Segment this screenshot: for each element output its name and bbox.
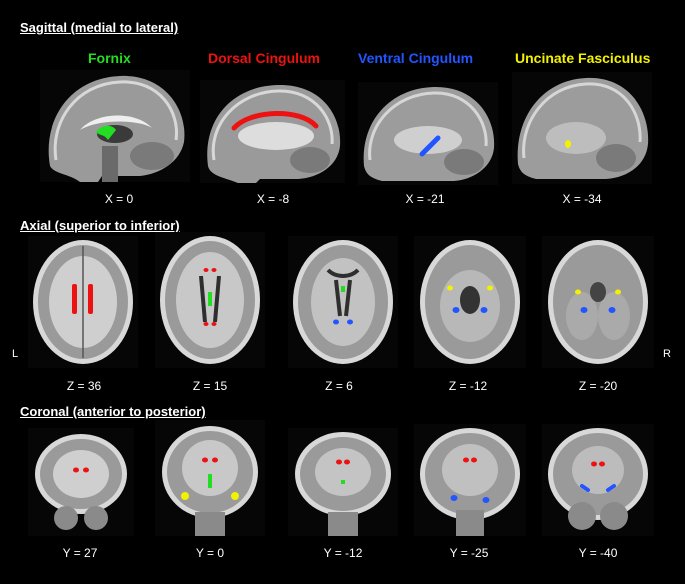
coronal-slice-1 — [28, 428, 134, 536]
axial-slice-1 — [28, 236, 138, 368]
uncinate-fasciculus-tract — [447, 285, 453, 291]
tract-label-fornix: Fornix — [88, 50, 131, 66]
axial-slice-4 — [414, 236, 526, 368]
coronal-coord-4: Y = -25 — [449, 546, 489, 560]
axial-coord-2: Z = 15 — [192, 379, 228, 393]
coronal-coord-3: Y = -12 — [323, 546, 363, 560]
ventral-cingulum-tract — [419, 135, 441, 157]
dorsal-cingulum-tract — [599, 461, 605, 467]
sagittal-coord-2: X = -8 — [256, 192, 290, 206]
sagittal-slice-3 — [358, 82, 498, 185]
fornix-tract — [96, 125, 116, 140]
dorsal-cingulum-tract — [591, 461, 597, 467]
dorsal-cingulum-tract — [73, 467, 79, 473]
tract-label-dorsal-cingulum: Dorsal Cingulum — [208, 50, 321, 66]
ventral-cingulum-tract — [480, 307, 488, 313]
coronal-slice-3 — [288, 428, 398, 536]
right-orientation-label: R — [663, 348, 671, 360]
axial-slice-3 — [288, 236, 398, 368]
dorsal-cingulum-tract — [463, 457, 469, 463]
coronal-heading: Coronal (anterior to posterior) — [20, 404, 206, 419]
ventral-cingulum-tract — [450, 495, 458, 501]
axial-coord-4: Z = -12 — [448, 379, 488, 393]
ventral-cingulum-tract — [482, 497, 490, 503]
axial-slice-5 — [542, 236, 654, 368]
left-orientation-label: L — [12, 348, 19, 360]
ventral-cingulum-tract — [347, 319, 353, 325]
ventral-cingulum-tract — [580, 484, 616, 492]
dorsal-cingulum-tract — [203, 322, 209, 326]
dorsal-cingulum-tract — [211, 322, 217, 326]
sagittal-coord-4: X = -34 — [562, 192, 602, 206]
uncinate-fasciculus-tract — [575, 289, 581, 295]
dorsal-cingulum-tract — [212, 457, 218, 463]
ventral-cingulum-tract — [608, 307, 616, 313]
sagittal-coord-1: X = 0 — [104, 192, 134, 206]
axial-coord-5: Z = -20 — [578, 379, 618, 393]
tract-label-uncinate-fasciculus: Uncinate Fasciculus — [515, 50, 651, 66]
coronal-coord-2: Y = 0 — [195, 546, 225, 560]
dorsal-cingulum-tract — [202, 457, 208, 463]
ventral-cingulum-tract — [452, 307, 460, 313]
axial-coord-3: Z = 6 — [325, 379, 353, 393]
axial-slice-2 — [155, 232, 265, 368]
dorsal-cingulum-tract — [203, 268, 209, 272]
fornix-tract — [208, 292, 212, 306]
uncinate-fasciculus-tract — [181, 492, 189, 500]
fornix-tract — [341, 480, 345, 484]
sagittal-coord-3: X = -21 — [405, 192, 445, 206]
tract-label-ventral-cingulum: Ventral Cingulum — [358, 50, 474, 66]
dorsal-cingulum-tract — [231, 111, 319, 131]
sagittal-slice-1 — [40, 70, 190, 182]
axial-coord-1: Z = 36 — [66, 379, 102, 393]
fornix-tract — [341, 286, 345, 292]
uncinate-fasciculus-tract — [231, 492, 239, 500]
dorsal-cingulum-tract — [344, 459, 350, 465]
dorsal-cingulum-tract — [211, 268, 217, 272]
dorsal-cingulum-tract — [471, 457, 477, 463]
coronal-coord-1: Y = 27 — [62, 546, 98, 560]
sagittal-slice-4 — [512, 72, 652, 184]
fornix-tract — [208, 474, 212, 488]
uncinate-fasciculus-tract — [487, 285, 493, 291]
axial-heading: Axial (superior to inferior) — [20, 218, 180, 233]
dorsal-cingulum-tract — [336, 459, 342, 465]
dorsal-cingulum-tract — [72, 284, 77, 314]
sagittal-slice-2 — [200, 80, 345, 183]
dorsal-cingulum-tract — [88, 284, 93, 314]
sagittal-heading: Sagittal (medial to lateral) — [20, 20, 179, 35]
uncinate-fasciculus-tract — [565, 140, 571, 148]
ventral-cingulum-tract — [580, 307, 588, 313]
uncinate-fasciculus-tract — [615, 289, 621, 295]
coronal-slice-2 — [155, 420, 265, 536]
coronal-slice-4 — [414, 424, 526, 536]
ventral-cingulum-tract — [333, 319, 339, 325]
coronal-slice-5 — [542, 424, 654, 536]
dorsal-cingulum-tract — [83, 467, 89, 473]
coronal-coord-5: Y = -40 — [578, 546, 618, 560]
